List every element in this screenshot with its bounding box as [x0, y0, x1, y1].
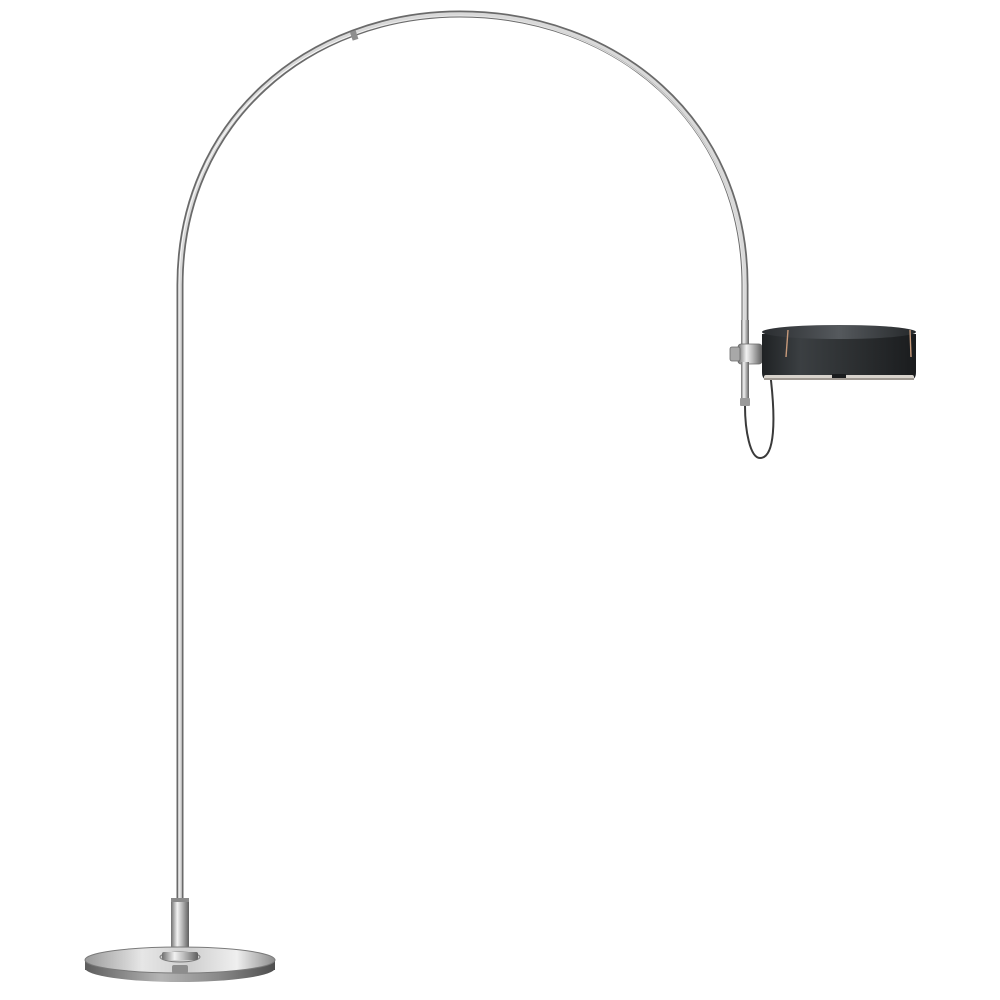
swivel-joint: [729, 320, 763, 406]
arc-tube: [176, 10, 749, 909]
arc-joint: [349, 30, 359, 41]
lamp-base: [84, 946, 276, 982]
shade-slot-right: [909, 329, 912, 358]
power-cord: [744, 371, 775, 460]
stem-collar: [171, 898, 189, 956]
lamp-shade: [762, 325, 916, 380]
shade-slot-left: [785, 329, 789, 358]
